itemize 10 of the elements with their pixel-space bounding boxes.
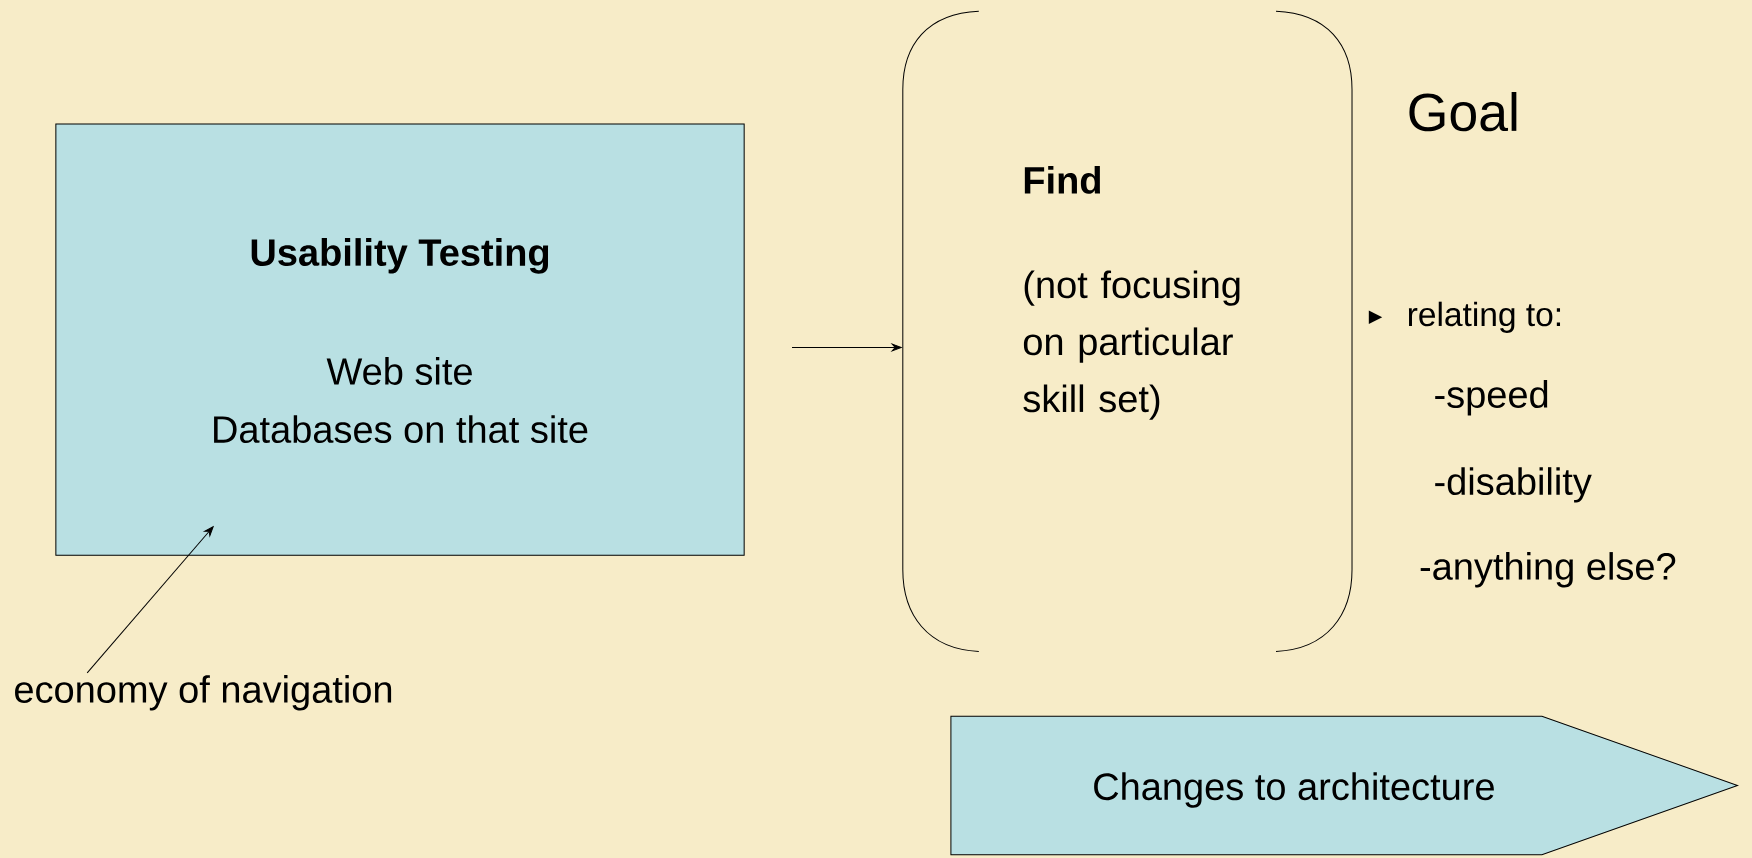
arrow [791,343,902,352]
text-label: economy of navigation [15,675,392,711]
text-label: -anything else? [1420,552,1676,588]
bracket-group: Find (not focusing on particular skill set) [902,10,1353,652]
text-label: Goal [1409,92,1517,132]
text-label: relating to: [1408,301,1560,333]
text-label: -speed [1435,380,1548,416]
text-label: -disability [1435,467,1592,503]
process-box: Usability Testing Web site Databases on that site [55,123,745,556]
leader-arrow [86,526,214,674]
